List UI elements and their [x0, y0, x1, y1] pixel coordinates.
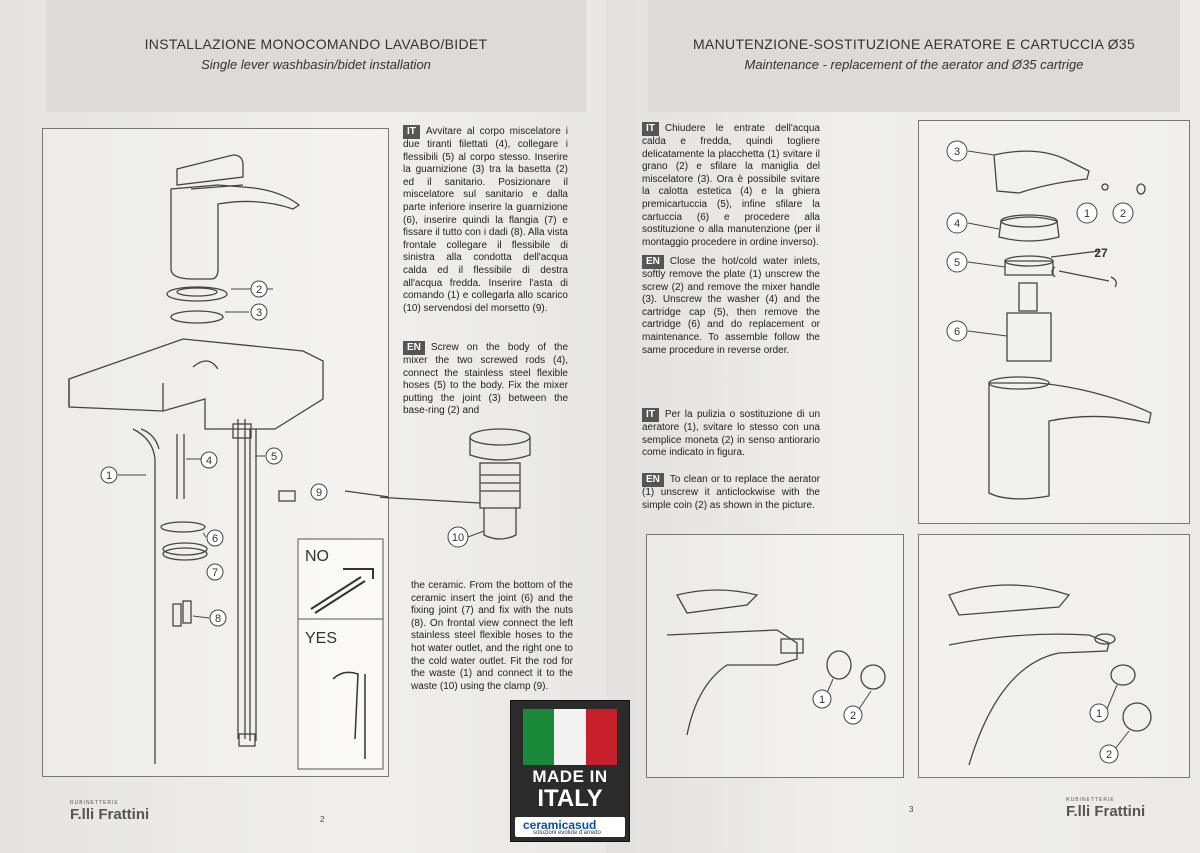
right-page-number: 3 — [909, 805, 914, 814]
right-header: MANUTENZIONE-SOSTITUZIONE AERATORE E CAR… — [648, 0, 1180, 112]
svg-text:8: 8 — [215, 613, 221, 625]
wrench-size: 27 — [1094, 246, 1108, 260]
bidet-aerator-diagram: 1 2 — [666, 589, 886, 736]
mixer-body — [170, 184, 301, 280]
svg-text:10: 10 — [452, 532, 464, 544]
svg-text:9: 9 — [316, 487, 322, 499]
gasket — [160, 521, 206, 533]
left-header: INSTALLAZIONE MONOCOMANDO LAVABO/BIDET S… — [46, 0, 586, 112]
callout-8 — [209, 609, 227, 627]
svg-text:1: 1 — [1096, 708, 1102, 720]
waste-diagram: 10 — [380, 428, 531, 548]
clamp — [278, 490, 296, 502]
callout-6 — [206, 529, 224, 547]
basin-aerator-diagram: 1 2 — [948, 584, 1152, 766]
callout-9 — [310, 483, 328, 501]
basin — [68, 338, 324, 430]
made-in-text: MADE IN — [532, 767, 608, 786]
svg-text:2: 2 — [1106, 749, 1112, 761]
mixer-lever — [176, 154, 244, 186]
callout-2 — [1112, 202, 1134, 224]
callout-7 — [206, 563, 224, 581]
svg-text:1: 1 — [1084, 208, 1090, 220]
bidet-aerator-frame: 1 2 — [646, 534, 904, 778]
left-page: INSTALLAZIONE MONOCOMANDO LAVABO/BIDET S… — [0, 0, 606, 853]
svg-text:5: 5 — [954, 257, 960, 269]
svg-text:NO: NO — [305, 548, 329, 565]
svg-text:4: 4 — [206, 455, 212, 467]
left-title: INSTALLAZIONE MONOCOMANDO LAVABO/BIDET — [144, 36, 488, 52]
basin-aerator-frame: 1 2 — [918, 534, 1190, 778]
callout-1 — [1089, 703, 1109, 723]
callout-1 — [1076, 202, 1098, 224]
callout-6 — [946, 320, 968, 342]
svg-text:1: 1 — [819, 694, 825, 706]
right-page: MANUTENZIONE-SOSTITUZIONE AERATORE E CAR… — [606, 0, 1200, 853]
no-yes-panel: NO YES — [297, 538, 384, 770]
mixer-body-right — [988, 382, 1152, 500]
cartridge-diagram: 3 4 5 6 1 2 27 — [946, 140, 1152, 500]
left-page-number: 2 — [320, 815, 325, 824]
callout-2 — [250, 280, 268, 298]
right-title: MANUTENZIONE-SOSTITUZIONE AERATORE E CAR… — [692, 36, 1136, 52]
svg-text:7: 7 — [212, 567, 218, 579]
handle — [993, 150, 1090, 194]
left-subtitle: Single lever washbasin/bidet installatio… — [201, 57, 431, 72]
it-tag: IT — [403, 125, 420, 139]
callout-3 — [946, 140, 968, 162]
installation-diagram-frame: 2 3 1 4 5 9 6 7 8 NO YES — [42, 128, 464, 777]
en-tag: EN — [403, 341, 425, 355]
svg-text:3: 3 — [256, 307, 262, 319]
svg-text:4: 4 — [954, 218, 960, 230]
callout-5 — [265, 447, 283, 465]
joint — [170, 310, 224, 324]
italy-text: ITALY — [537, 785, 603, 812]
svg-text:6: 6 — [954, 326, 960, 338]
svg-text:YES: YES — [305, 630, 337, 647]
installation-diagram: 2 3 1 4 5 9 6 7 8 NO YES — [68, 154, 464, 770]
flange — [162, 547, 208, 561]
ceramicasud-logo: ceramicasud soluzioni evolute d'arredo — [515, 817, 625, 837]
svg-text:6: 6 — [212, 533, 218, 545]
svg-text:5: 5 — [271, 451, 277, 463]
callout-5 — [946, 251, 968, 273]
flag-white — [554, 709, 586, 765]
nuts — [172, 603, 182, 627]
callout-1 — [100, 466, 118, 484]
italian-flag — [523, 709, 617, 765]
cartridge-cap — [1004, 260, 1054, 276]
callout-2 — [1099, 744, 1119, 764]
callout-10 — [447, 526, 469, 548]
cartridge-diagram-frame: 3 4 5 6 1 2 27 — [918, 120, 1190, 524]
base-ring — [166, 286, 228, 302]
right-subtitle: Maintenance - replacement of the aerator… — [744, 57, 1084, 72]
wrench — [1051, 266, 1117, 288]
svg-text:2: 2 — [256, 284, 262, 296]
svg-text:2: 2 — [1120, 208, 1126, 220]
flag-green — [523, 709, 555, 765]
svg-text:2: 2 — [850, 710, 856, 722]
cartridge — [1006, 312, 1052, 362]
left-en-text-cont: the ceramic. From the bottom of the cera… — [411, 580, 573, 692]
callout-2 — [843, 705, 863, 725]
svg-text:3: 3 — [954, 146, 960, 158]
made-in-italy-badge: MADE IN ITALY ceramicasud soluzioni evol… — [510, 700, 630, 842]
callout-1 — [812, 689, 832, 709]
callout-4 — [200, 451, 218, 469]
callout-3 — [250, 303, 268, 321]
callout-4 — [946, 212, 968, 234]
svg-text:1: 1 — [106, 470, 112, 482]
flag-red — [585, 709, 617, 765]
washer — [998, 216, 1060, 242]
